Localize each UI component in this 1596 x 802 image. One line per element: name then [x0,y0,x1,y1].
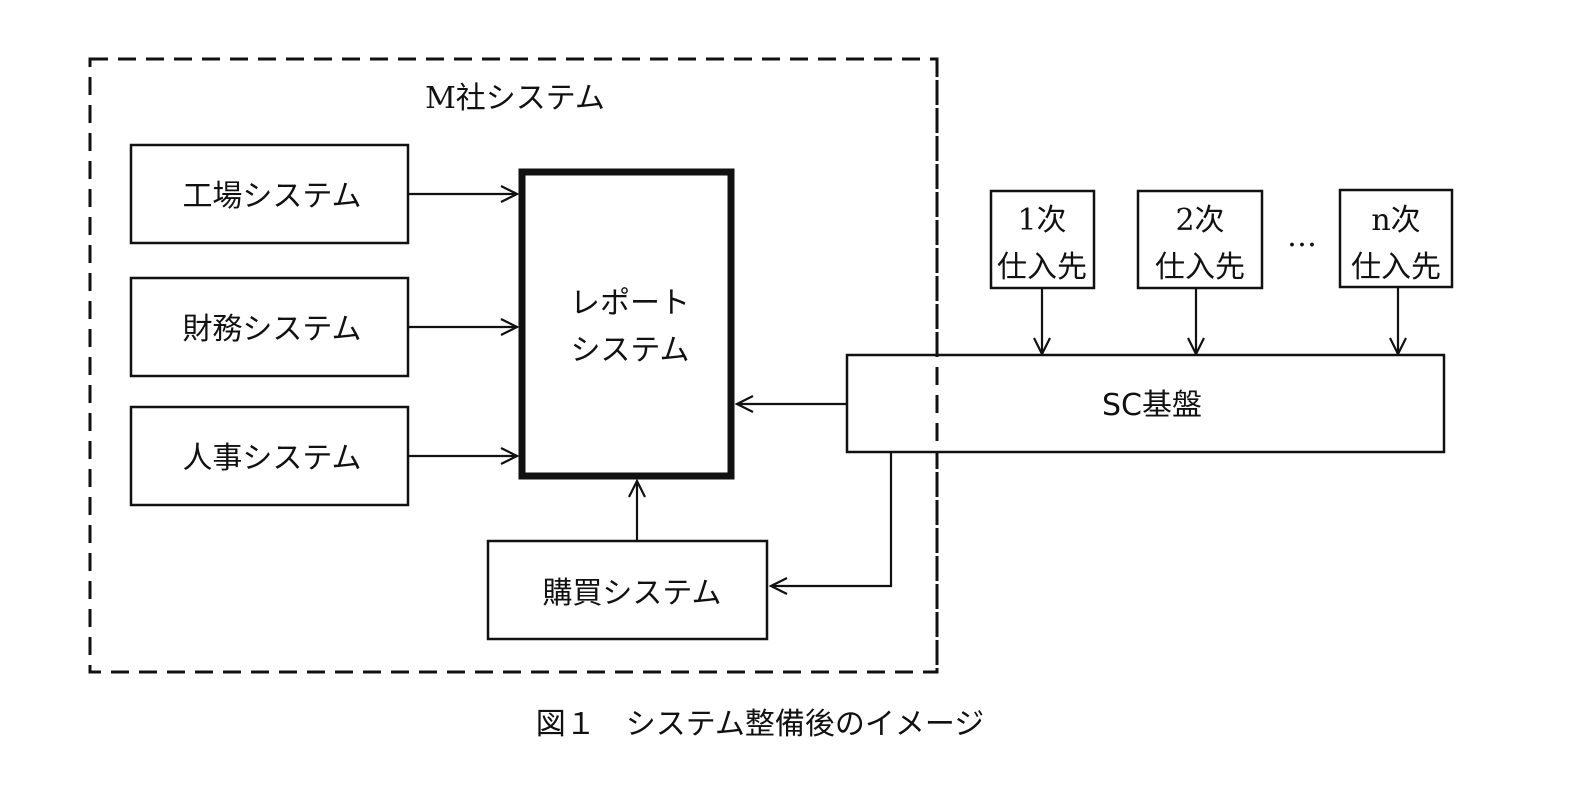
report-system-label-line1: レポート [570,286,690,321]
supplier-tiern-box: n次 仕入先 [1338,188,1454,289]
sc-platform-label: SC基盤 [1102,388,1202,423]
supplier-tier2-box: 2次 仕入先 [1136,189,1264,290]
supplier-tier2-label: 仕入先 [1155,250,1245,285]
hr-system-box: 人事システム [129,405,410,507]
purchasing-system-label: 購買システム [542,576,721,611]
figure-caption: 図１ システム整備後のイメージ [536,707,985,742]
finance-system-label: 財務システム [182,312,361,347]
supplier-tier1-label: 仕入先 [997,250,1087,285]
supplier-ellipsis: … [1287,219,1317,254]
arrow-sc-to-purchasing [771,452,893,586]
factory-system-label: 工場システム [182,179,361,214]
factory-system-box: 工場システム [129,143,410,245]
report-system-box: レポート システム [518,168,735,480]
supplier-tier2-tier: 2次 [1175,203,1224,238]
finance-system-box: 財務システム [129,276,410,378]
supplier-tier1-tier: 1次 [1017,203,1066,238]
supplier-tiern-tier: n次 [1371,203,1420,238]
report-system-label-line2: システム [570,333,689,368]
hr-system-label: 人事システム [182,441,361,476]
purchasing-system-box: 購買システム [486,539,769,641]
supplier-tiern-label: 仕入先 [1351,250,1441,285]
boundary-label: M社システム [425,81,605,116]
supplier-tier1-box: 1次 仕入先 [989,189,1096,290]
